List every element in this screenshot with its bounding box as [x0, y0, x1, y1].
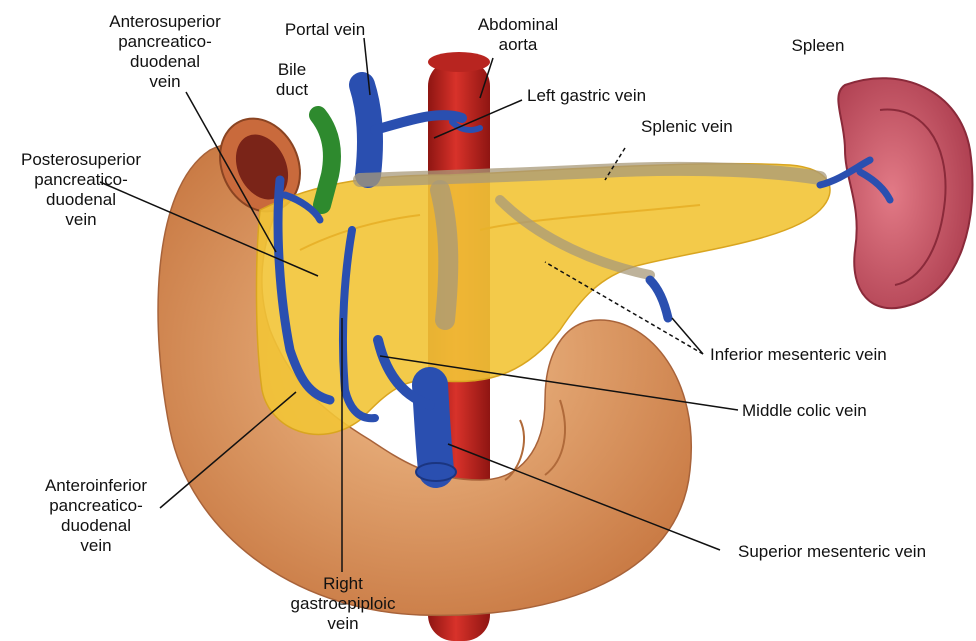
- label-line: duct: [262, 80, 322, 100]
- label-portal-vein: Portal vein: [270, 20, 380, 40]
- label-posterosuperior-pancreaticoduodenal-vein: Posterosuperior pancreatico- duodenal ve…: [6, 150, 156, 230]
- label-line: Anteroinferior: [26, 476, 166, 496]
- label-anterosuperior-pancreaticoduodenal-vein: Anterosuperior pancreatico- duodenal vei…: [90, 12, 240, 92]
- label-line: Left gastric vein: [527, 86, 646, 106]
- label-line: Abdominal: [468, 15, 568, 35]
- label-line: vein: [90, 72, 240, 92]
- label-line: pancreatico-: [90, 32, 240, 52]
- label-line: pancreatico-: [6, 170, 156, 190]
- inferior-mesenteric-vein-icon: [650, 280, 668, 318]
- label-line: pancreatico-: [26, 496, 166, 516]
- label-line: duodenal: [26, 516, 166, 536]
- label-left-gastric-vein: Left gastric vein: [527, 86, 646, 106]
- label-line: Middle colic vein: [742, 401, 867, 421]
- label-line: duodenal: [6, 190, 156, 210]
- label-spleen: Spleen: [778, 36, 858, 56]
- label-line: Right: [278, 574, 408, 594]
- label-line: gastroepiploic: [278, 594, 408, 614]
- label-line: Posterosuperior: [6, 150, 156, 170]
- label-line: Anterosuperior: [90, 12, 240, 32]
- label-line: aorta: [468, 35, 568, 55]
- label-line: Inferior mesenteric vein: [710, 345, 887, 365]
- label-inferior-mesenteric-vein: Inferior mesenteric vein: [710, 345, 887, 365]
- label-line: Spleen: [778, 36, 858, 56]
- label-superior-mesenteric-vein: Superior mesenteric vein: [738, 542, 926, 562]
- label-line: Superior mesenteric vein: [738, 542, 926, 562]
- bile-duct-icon: [318, 115, 332, 205]
- spleen-icon: [838, 78, 972, 308]
- label-line: duodenal: [90, 52, 240, 72]
- label-line: vein: [26, 536, 166, 556]
- label-anteroinferior-pancreaticoduodenal-vein: Anteroinferior pancreatico- duodenal vei…: [26, 476, 166, 556]
- label-abdominal-aorta: Abdominal aorta: [468, 15, 568, 55]
- label-line: vein: [6, 210, 156, 230]
- label-splenic-vein: Splenic vein: [641, 117, 733, 137]
- label-line: Splenic vein: [641, 117, 733, 137]
- label-line: Bile: [262, 60, 322, 80]
- label-bile-duct: Bile duct: [262, 60, 322, 100]
- label-middle-colic-vein: Middle colic vein: [742, 401, 867, 421]
- label-line: vein: [278, 614, 408, 634]
- label-line: Portal vein: [270, 20, 380, 40]
- label-right-gastroepiploic-vein: Right gastroepiploic vein: [278, 574, 408, 634]
